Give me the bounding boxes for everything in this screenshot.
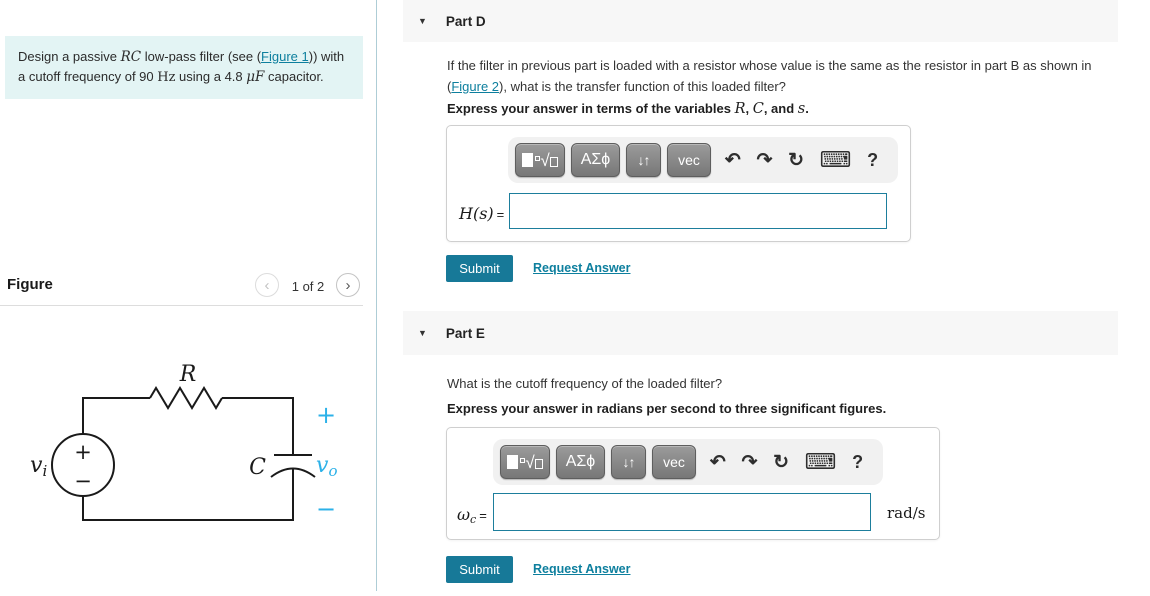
left-panel: Design a passive RC low-pass filter (see… xyxy=(0,0,377,591)
variable-s: s xyxy=(797,101,806,117)
problem-text: capacitor. xyxy=(264,69,324,85)
undo-redo-button[interactable]: ↓↑ xyxy=(611,445,646,479)
undo-icon[interactable]: ↶ xyxy=(724,149,741,171)
voltage-source-symbol xyxy=(51,433,115,497)
problem-text: low-pass filter (see ( xyxy=(141,49,262,64)
equation-template-icon: √ xyxy=(507,454,543,471)
vi-label: vi xyxy=(30,453,47,480)
vector-button[interactable]: vec xyxy=(652,445,696,479)
equation-template-icon: √ xyxy=(522,152,558,169)
greek-symbols-button[interactable]: ΑΣϕ xyxy=(571,143,620,177)
figure-divider xyxy=(0,305,363,306)
variable-c: C xyxy=(752,101,764,117)
reset-icon[interactable]: ↻ xyxy=(773,451,789,473)
part-d-answer-label: H(s)= xyxy=(459,204,505,223)
part-e-header[interactable]: ▼ Part E xyxy=(403,311,1118,355)
part-e-express-instruction: Express your answer in radians per secon… xyxy=(447,401,887,416)
question-text: ), what is the transfer function of this… xyxy=(499,78,786,94)
part-d-express-instruction: Express your answer in terms of the vari… xyxy=(447,101,809,117)
variable-r: R xyxy=(734,101,746,117)
part-d-answer-box: √ ΑΣϕ ↓↑ vec ↶ ↷ ↻ ⌨ ? H(s)= xyxy=(446,125,911,242)
part-e-unit-label: rad/s xyxy=(887,504,926,522)
toolbar-icons: ↶ ↷ ↻ ⌨ ? xyxy=(702,451,871,473)
unit-hz: Hz xyxy=(157,70,176,86)
problem-text: using a 4.8 xyxy=(175,69,247,85)
vo-minus-sign: − xyxy=(316,495,336,523)
figure-page-indicator: 1 of 2 xyxy=(291,279,325,294)
part-d-question: If the filter in previous part is loaded… xyxy=(447,56,1097,98)
figure-next-button[interactable]: › xyxy=(336,273,360,297)
reset-icon[interactable]: ↻ xyxy=(788,149,804,171)
vo-label: vo xyxy=(316,453,337,480)
resistor-label: R xyxy=(179,362,197,387)
circuit-figure: + − R C vi + vo − xyxy=(0,355,377,591)
collapse-triangle-icon[interactable]: ▼ xyxy=(418,16,427,26)
toolbar-icons: ↶ ↷ ↻ ⌨ ? xyxy=(717,149,886,171)
help-icon[interactable]: ? xyxy=(852,452,864,472)
unit-uf: μF xyxy=(246,69,265,86)
capacitor-label: C xyxy=(249,455,266,480)
redo-icon[interactable]: ↷ xyxy=(756,149,773,171)
part-d-title: Part D xyxy=(445,13,486,29)
greek-symbols-button[interactable]: ΑΣϕ xyxy=(556,445,605,479)
part-e-answer-input[interactable] xyxy=(493,493,871,531)
keyboard-icon[interactable]: ⌨ xyxy=(819,147,852,172)
redo-icon[interactable]: ↷ xyxy=(741,451,758,473)
undo-icon[interactable]: ↶ xyxy=(709,451,726,473)
math-toolbar: √ ΑΣϕ ↓↑ vec ↶ ↷ ↻ ⌨ ? xyxy=(493,439,883,485)
chevron-right-icon: › xyxy=(345,276,351,294)
math-template-button[interactable]: √ xyxy=(515,143,565,177)
question-text: If the filter in previous part is loaded… xyxy=(447,58,1092,94)
resistor-symbol xyxy=(149,386,223,410)
figure-prev-button[interactable]: ‹ xyxy=(255,273,279,297)
part-d-answer-input[interactable] xyxy=(509,193,887,229)
figure-2-link[interactable]: Figure 2 xyxy=(451,78,500,94)
part-e-title: Part E xyxy=(445,325,485,341)
part-e-answer-box: √ ΑΣϕ ↓↑ vec ↶ ↷ ↻ ⌨ ? ωc= rad/s xyxy=(446,427,940,540)
problem-text: )) with a cutoff frequency of 90 xyxy=(18,49,345,85)
vector-button[interactable]: vec xyxy=(667,143,711,177)
part-e-submit-button[interactable]: Submit xyxy=(446,556,513,583)
figure-1-link[interactable]: Figure 1 xyxy=(261,49,309,64)
part-d-submit-button[interactable]: Submit xyxy=(446,255,513,282)
vo-plus-sign: + xyxy=(316,401,336,429)
part-d-header[interactable]: ▼ Part D xyxy=(403,0,1118,42)
help-icon[interactable]: ? xyxy=(867,150,879,170)
source-plus-sign: + xyxy=(74,440,92,464)
keyboard-icon[interactable]: ⌨ xyxy=(804,449,837,474)
math-template-button[interactable]: √ xyxy=(500,445,550,479)
variable-rc: RC xyxy=(120,49,142,65)
figure-section-title: Figure xyxy=(7,276,53,293)
rc-circuit-diagram: + − R C vi + vo − xyxy=(30,362,337,523)
part-e-question: What is the cutoff frequency of the load… xyxy=(447,376,723,391)
circuit-wires xyxy=(82,397,294,521)
part-d-request-answer-link[interactable]: Request Answer xyxy=(533,261,631,275)
problem-text: Design a passive xyxy=(18,49,121,64)
part-e-request-answer-link[interactable]: Request Answer xyxy=(533,562,631,576)
math-toolbar: √ ΑΣϕ ↓↑ vec ↶ ↷ ↻ ⌨ ? xyxy=(508,137,898,183)
collapse-triangle-icon[interactable]: ▼ xyxy=(418,328,427,338)
problem-statement: Design a passive RC low-pass filter (see… xyxy=(5,36,363,99)
capacitor-symbol xyxy=(270,454,316,478)
part-e-answer-label: ωc= xyxy=(457,505,487,526)
source-minus-sign: − xyxy=(74,469,92,493)
chevron-left-icon: ‹ xyxy=(264,276,270,294)
undo-redo-button[interactable]: ↓↑ xyxy=(626,143,661,177)
